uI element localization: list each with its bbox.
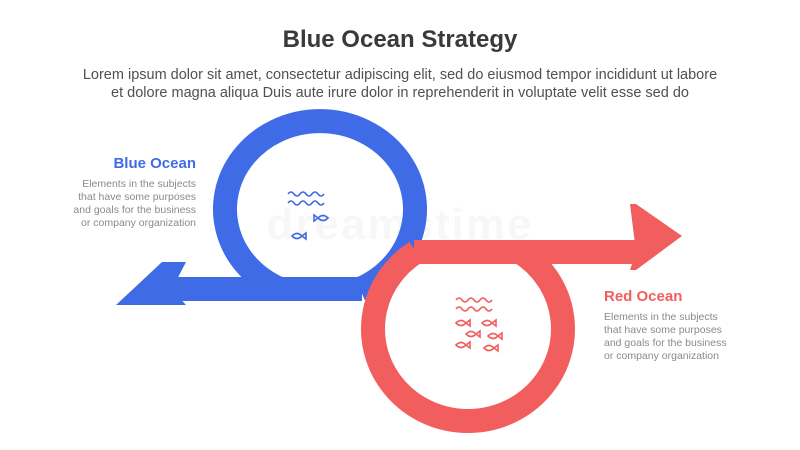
red-fish-3 — [464, 329, 481, 339]
blue-loop-arrow — [116, 109, 427, 305]
blue-ocean-label: Blue Ocean Elements in the subjects that… — [36, 155, 196, 230]
blue-ocean-description: Elements in the subjects that have some … — [36, 178, 196, 230]
red-fish-4 — [486, 331, 503, 341]
red-fish-6 — [482, 343, 499, 353]
blue-desc-line-2: that have some purposes — [78, 191, 196, 203]
red-desc-line-2: that have some purposes — [604, 324, 722, 336]
page-subtitle: Lorem ipsum dolor sit amet, consectetur … — [20, 66, 780, 102]
page-title: Blue Ocean Strategy — [282, 26, 518, 53]
blue-desc-line-1: Elements in the subjects — [82, 178, 196, 190]
red-fish-1 — [454, 318, 471, 328]
red-ocean-title: Red Ocean — [604, 288, 683, 305]
red-loop-arrow — [361, 204, 682, 433]
waves-and-fish-icon — [287, 191, 330, 241]
blue-desc-line-3: and goals for the business — [73, 204, 196, 216]
red-arrowhead — [630, 204, 682, 270]
wave-line-1 — [287, 191, 325, 197]
wave-line-2 — [287, 200, 325, 206]
red-desc-line-4: or company organization — [604, 350, 719, 362]
red-desc-line-3: and goals for the business — [604, 337, 727, 349]
red-wave-line-1 — [455, 297, 493, 303]
blue-loop-ring — [213, 109, 427, 301]
subtitle-line-1: Lorem ipsum dolor sit amet, consectetur … — [82, 67, 718, 83]
blue-desc-line-4: or company organization — [81, 217, 196, 229]
red-desc-line-1: Elements in the subjects — [604, 311, 718, 323]
red-ocean-label: Red Ocean Elements in the subjects that … — [604, 288, 764, 363]
fish-shape-2 — [290, 231, 307, 241]
red-wave-line-2 — [455, 306, 493, 312]
red-fish-2 — [480, 318, 497, 328]
red-fish-5 — [454, 340, 471, 350]
fish-shape-1 — [313, 213, 330, 223]
red-loop-ring — [361, 241, 575, 433]
blue-arrowhead — [116, 262, 186, 305]
red-ocean-description: Elements in the subjects that have some … — [604, 311, 764, 363]
waves-and-school-of-fish-icon — [454, 297, 503, 353]
subtitle-line-2: et dolore magna aliqua Duis aute irure d… — [111, 85, 689, 101]
blue-ocean-title: Blue Ocean — [113, 155, 196, 172]
